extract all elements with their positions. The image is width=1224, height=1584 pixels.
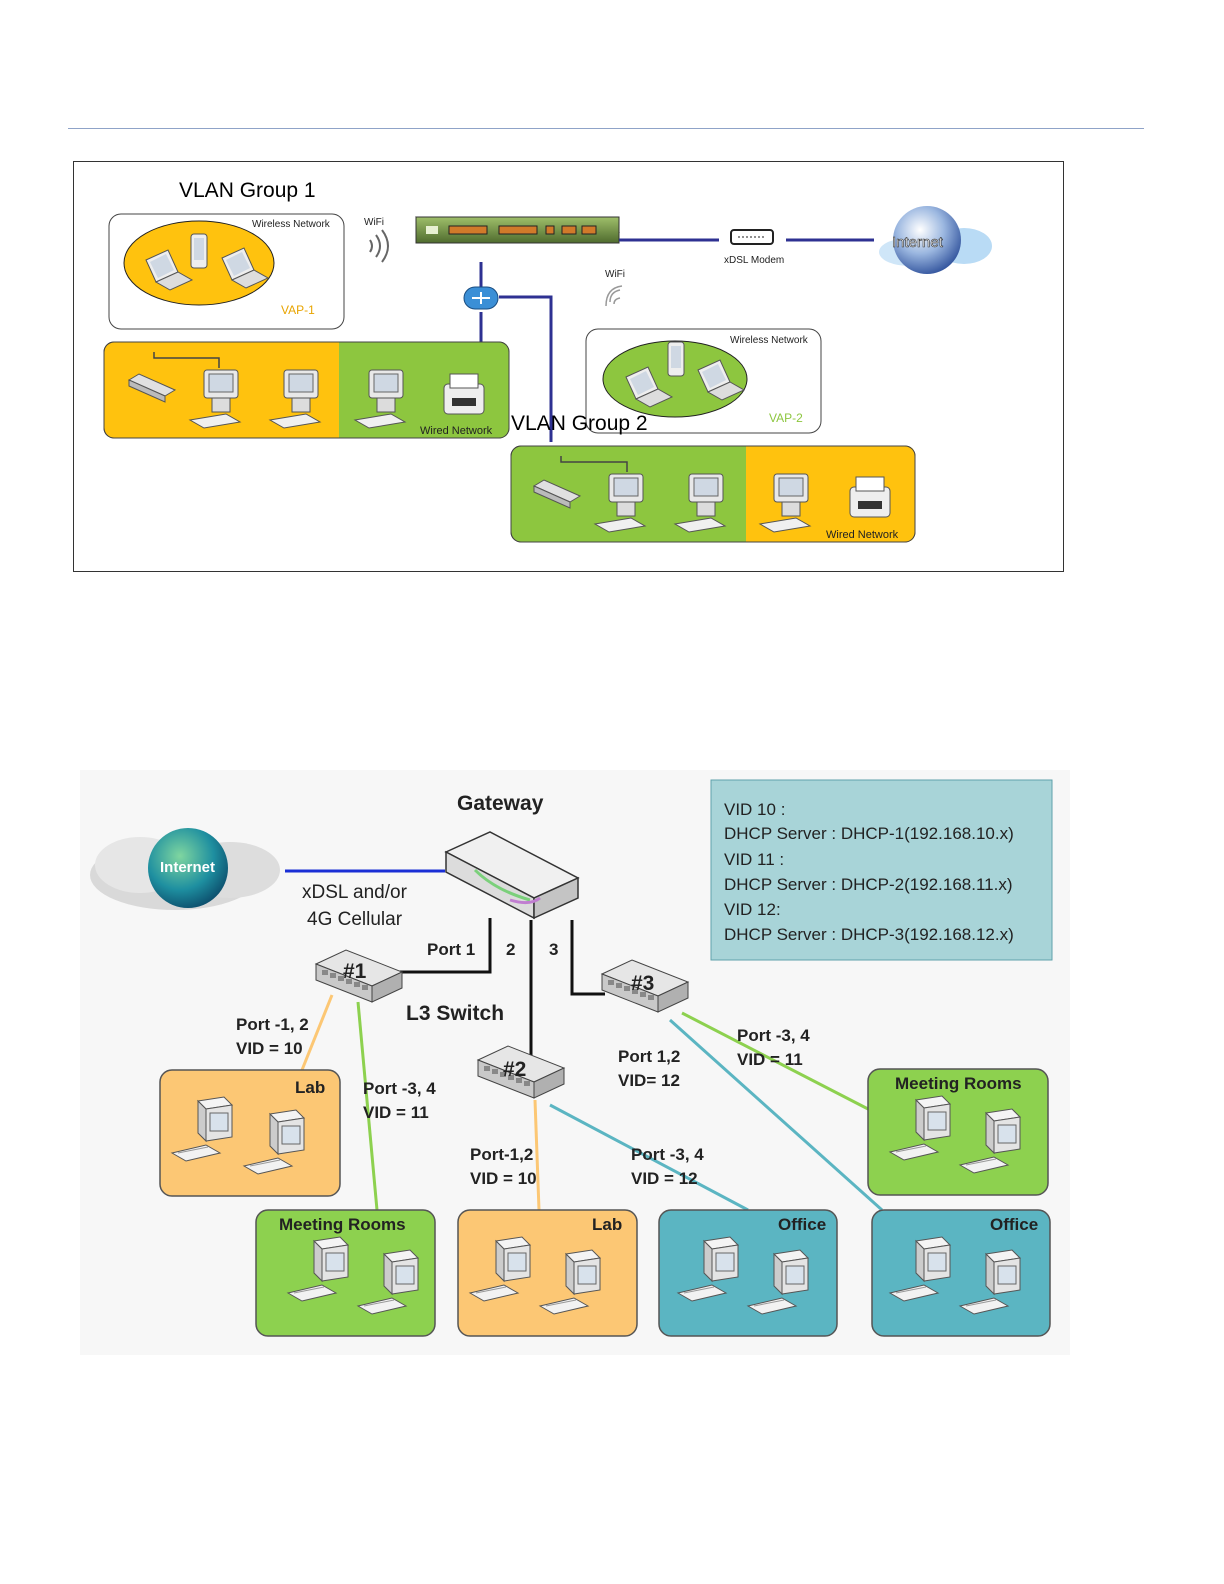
vlan-group-diagram: VLAN Group 1 Wireless Network VAP-1 WiFi — [73, 161, 1064, 572]
group-meeting-rooms-1-label: Meeting Rooms — [279, 1215, 406, 1234]
vlan-group-2-title: VLAN Group 2 — [511, 412, 648, 435]
group-lab-1-label: Lab — [295, 1078, 325, 1097]
group-meeting-rooms-2-label: Meeting Rooms — [895, 1074, 1022, 1093]
xdsl-modem-label: xDSL Modem — [724, 255, 784, 266]
router-icon — [463, 286, 499, 310]
info-line-2: DHCP Server : DHCP-1(192.168.10.x) — [724, 824, 1014, 843]
phone-icon — [190, 233, 208, 269]
switch-3-label: #3 — [631, 972, 654, 995]
group-meeting-rooms-2: Meeting Rooms — [867, 1068, 1049, 1196]
info-line-3: VID 11 : — [724, 850, 784, 869]
sw2-vid-b: VID = 12 — [631, 1169, 698, 1188]
group-office-2-label: Office — [990, 1215, 1038, 1234]
group-office-2: Office — [871, 1209, 1051, 1337]
uplink-label-1: xDSL and/or — [302, 882, 408, 903]
info-line-5: VID 12: — [724, 900, 781, 919]
vap-2-label: VAP-2 — [769, 411, 803, 425]
l3-switch-label: L3 Switch — [406, 1002, 504, 1025]
sw1-port-b: Port -3, 4 — [363, 1079, 436, 1098]
internet-cloud-icon — [90, 828, 280, 910]
wired-network-2-label: Wired Network — [826, 529, 899, 541]
group-lab-1: Lab — [159, 1069, 341, 1197]
sw1-vid-b: VID = 11 — [363, 1103, 429, 1122]
l3-switch-vlan-diagram: Gateway VID 10 : DHCP Server : DHCP-1(19… — [80, 770, 1070, 1355]
wifi-signal-icon — [605, 285, 623, 307]
group-office-1-label: Office — [778, 1215, 826, 1234]
sw3-port-b: Port -3, 4 — [737, 1026, 810, 1045]
internet-cloud-icon — [879, 206, 992, 274]
wireless-network-2-label: Wireless Network — [730, 335, 809, 346]
wifi-2-label: WiFi — [605, 269, 625, 280]
vlan-group-1-title: VLAN Group 1 — [179, 179, 316, 202]
phone-icon — [667, 341, 685, 377]
group-office-1: Office — [658, 1209, 838, 1337]
vid-dhcp-info-box: VID 10 : DHCP Server : DHCP-1(192.168.10… — [710, 779, 1053, 961]
header-rule — [68, 128, 1144, 129]
info-line-1: VID 10 : — [724, 800, 785, 819]
gateway-device — [444, 831, 580, 920]
port-1-label: Port 1 — [427, 940, 475, 959]
sw2-port-b: Port -3, 4 — [631, 1145, 704, 1164]
uplink-label-2: 4G Cellular — [307, 909, 403, 930]
port-2-label: 2 — [506, 940, 515, 959]
vap-1-label: VAP-1 — [281, 303, 315, 317]
xdsl-modem-icon — [730, 229, 774, 245]
port-3-label: 3 — [549, 940, 558, 959]
vlan-links — [300, 994, 884, 1212]
gateway-title: Gateway — [457, 792, 544, 815]
info-line-6: DHCP Server : DHCP-3(192.168.12.x) — [724, 925, 1014, 944]
group-lab-2: Lab — [457, 1209, 638, 1337]
sw3-vid-a: VID= 12 — [618, 1071, 680, 1090]
sw2-port-a: Port-1,2 — [470, 1145, 533, 1164]
gateway-port-links — [388, 918, 605, 1060]
wifi-signal-icon — [369, 229, 389, 263]
sw3-port-a: Port 1,2 — [618, 1047, 680, 1066]
wireless-network-1-label: Wireless Network — [252, 219, 331, 230]
sw1-port-a: Port -1, 2 — [236, 1015, 309, 1034]
printer-icon — [849, 476, 891, 518]
switch-2-label: #2 — [503, 1058, 526, 1081]
sw3-vid-b: VID = 11 — [737, 1050, 803, 1069]
gateway-device — [415, 216, 620, 244]
internet-label: Internet — [160, 859, 215, 876]
internet-label: Internet — [892, 234, 944, 251]
network-links — [479, 238, 874, 442]
sw2-vid-a: VID = 10 — [470, 1169, 537, 1188]
group-meeting-rooms-1: Meeting Rooms — [255, 1209, 436, 1337]
wifi-1-label: WiFi — [364, 217, 384, 228]
switch-1-label: #1 — [343, 960, 367, 983]
sw1-vid-a: VID = 10 — [236, 1039, 303, 1058]
printer-icon — [443, 373, 485, 415]
info-line-4: DHCP Server : DHCP-2(192.168.11.x) — [724, 875, 1012, 894]
group-lab-2-label: Lab — [592, 1215, 622, 1234]
wired-network-1-label: Wired Network — [420, 425, 493, 437]
